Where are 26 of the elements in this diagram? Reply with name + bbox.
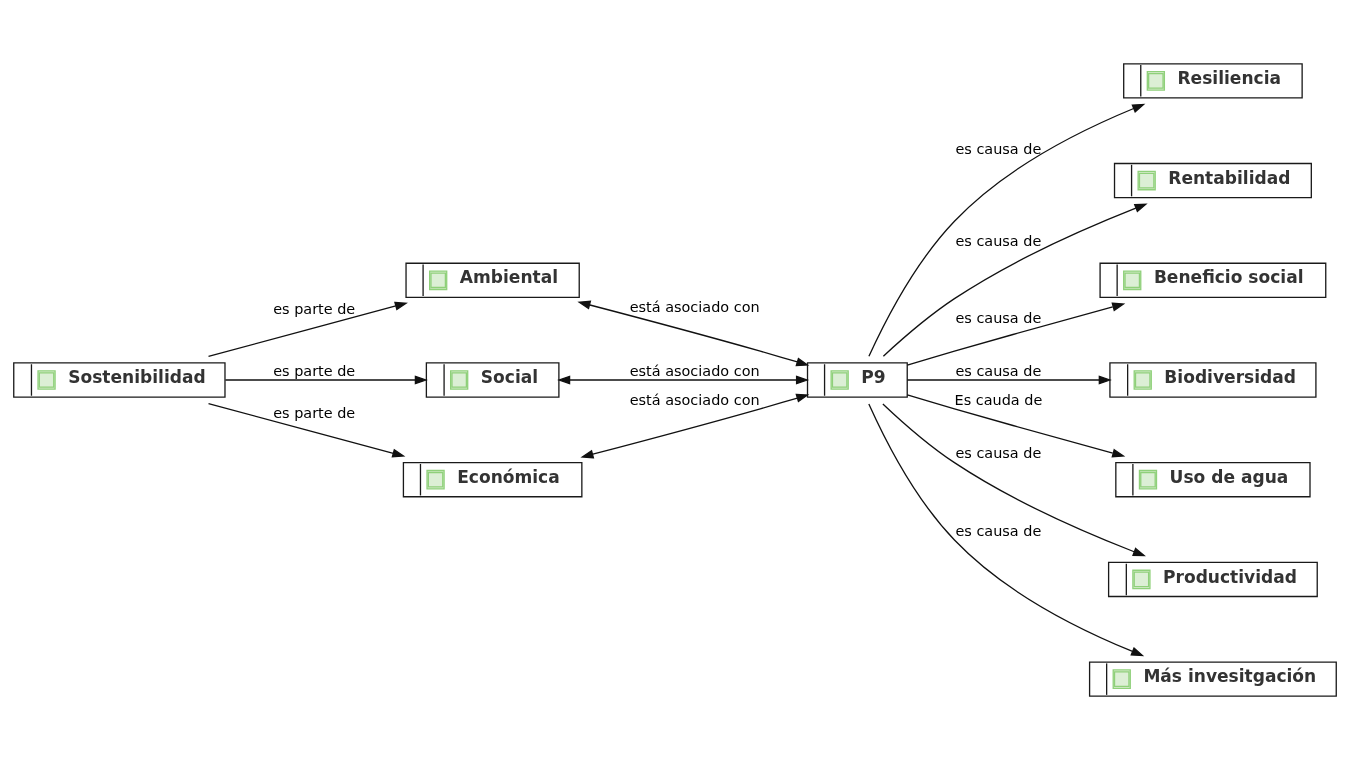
- arrow: [207, 402, 406, 458]
- edge-label: está asociado con: [629, 362, 760, 379]
- edge-label: es parte de: [273, 404, 356, 421]
- arrow: [906, 393, 1126, 457]
- edge-label: es causa de: [955, 309, 1042, 326]
- arrow: [868, 402, 1145, 656]
- edge-label: es parte de: [273, 300, 356, 317]
- arrow: [207, 301, 408, 357]
- edge-label: está asociado con: [629, 391, 760, 408]
- arrow: [577, 300, 810, 366]
- arrow: [882, 203, 1148, 357]
- edge-label: es causa de: [955, 522, 1042, 539]
- arrow: [906, 374, 1112, 385]
- edge-label: es causa de: [955, 140, 1042, 157]
- arrow: [580, 393, 810, 459]
- edge-label: es parte de: [273, 362, 356, 379]
- arrow: [882, 402, 1146, 556]
- arrow: [868, 103, 1146, 357]
- arrow: [557, 374, 810, 385]
- edge-label: es causa de: [955, 232, 1042, 249]
- edge-label: es causa de: [955, 362, 1042, 379]
- edge-label: es causa de: [955, 444, 1042, 461]
- edge-label: está asociado con: [629, 298, 760, 315]
- edge-label: Es cauda de: [954, 391, 1043, 408]
- arrow: [224, 374, 428, 385]
- arrow: [906, 302, 1126, 366]
